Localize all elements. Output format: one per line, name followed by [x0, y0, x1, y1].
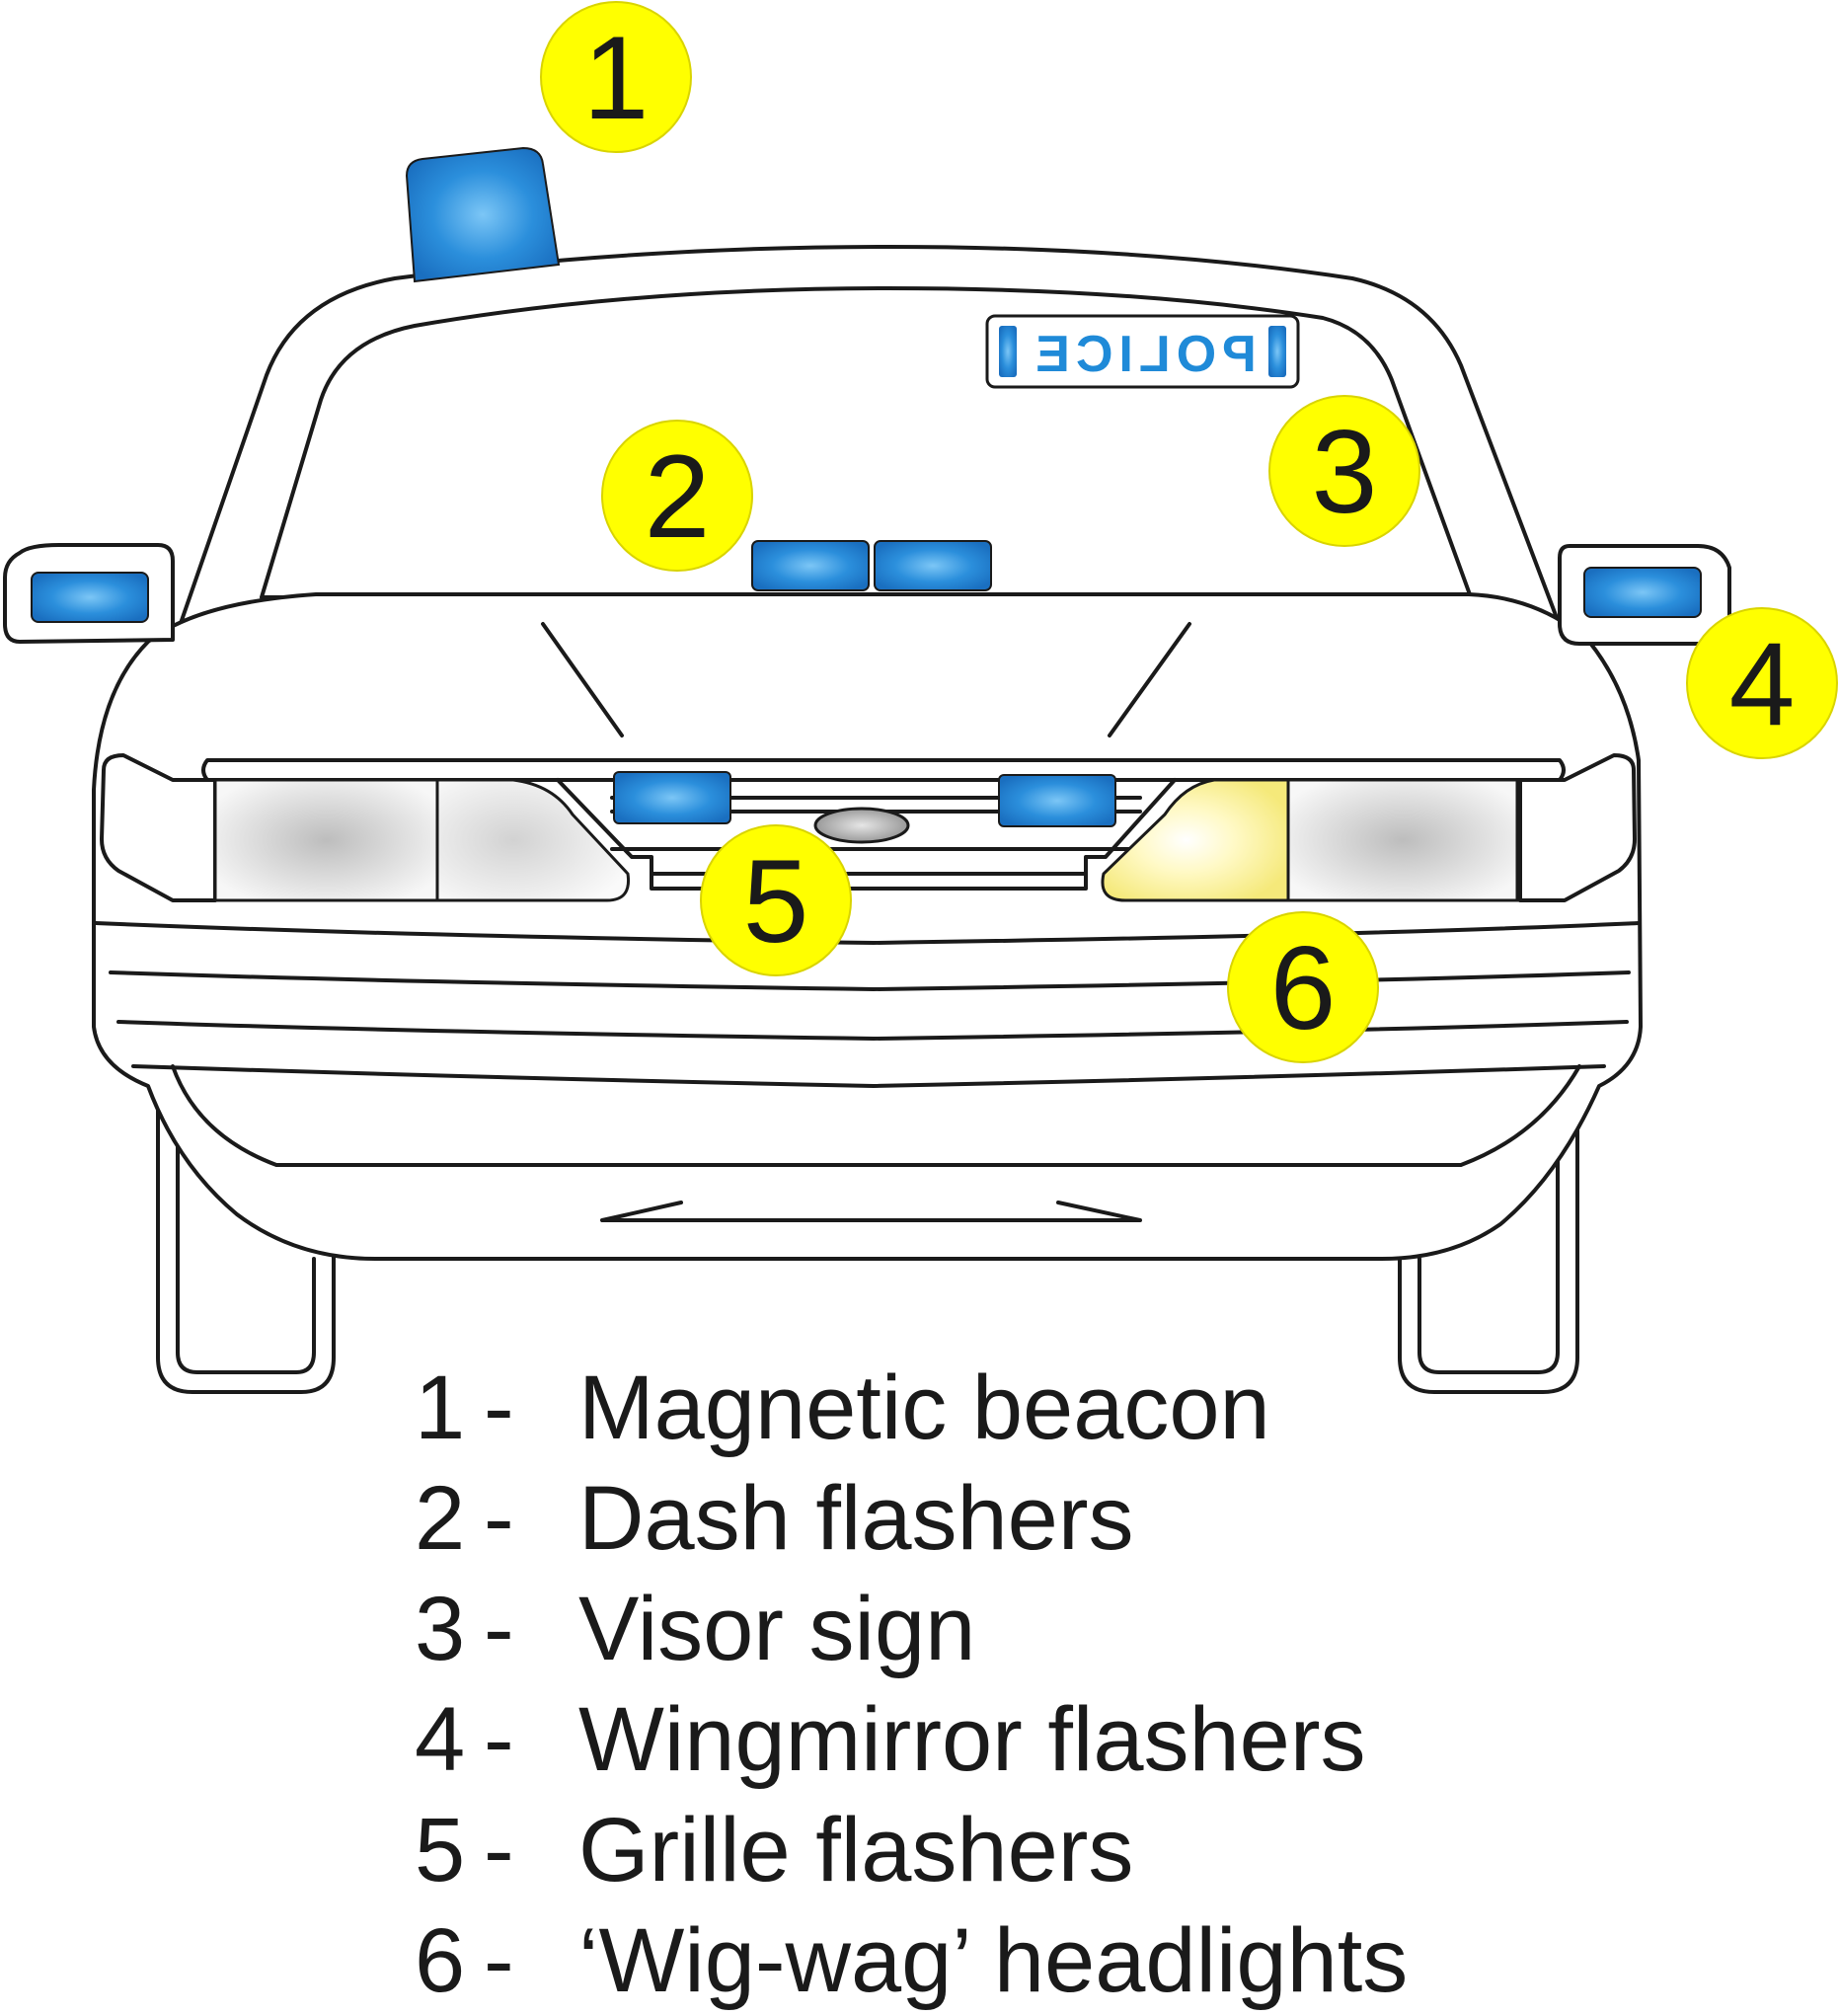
legend-item: 5-Grille flashers — [415, 1795, 1408, 1905]
callout-1: 1 — [540, 1, 692, 153]
wingmirror-flasher-left — [31, 572, 149, 623]
bumper-line — [131, 1064, 1606, 1088]
plate-line — [600, 1201, 1142, 1222]
bumper-line — [109, 970, 1631, 991]
callout-number: 1 — [583, 12, 650, 144]
legend-label: Dash flashers — [578, 1468, 1134, 1569]
grille-flasher-left — [613, 771, 731, 824]
legend-number: 6 — [415, 1910, 466, 2011]
wig-wag-headlight — [1101, 778, 1290, 902]
magnetic-beacon — [405, 146, 561, 283]
legend-separator: - — [484, 1800, 514, 1900]
visor-sign: POLICE — [985, 314, 1300, 389]
callout-number: 5 — [743, 835, 809, 968]
left-inner-headlight — [435, 778, 631, 902]
legend-number: 2 — [415, 1468, 466, 1569]
legend-item: 2-Dash flashers — [415, 1463, 1408, 1574]
legend-number: 5 — [415, 1800, 466, 1900]
bumper-line — [116, 1020, 1629, 1041]
visor-sign-text: POLICE — [1030, 326, 1257, 383]
legend-separator: - — [484, 1910, 514, 2011]
callout-markers: 1 2 3 4 5 6 — [540, 1, 1838, 1063]
callout-circle — [1268, 395, 1420, 547]
callout-circle — [601, 420, 753, 572]
lower-bumper — [171, 1064, 1581, 1167]
legend-item: 1-Magnetic beacon — [415, 1353, 1408, 1463]
callout-circle — [1227, 911, 1379, 1063]
legend-item: 3-Visor sign — [415, 1574, 1408, 1684]
grille-outline — [556, 778, 1177, 891]
legend-item: 4-Wingmirror flashers — [415, 1684, 1408, 1795]
callout-number: 4 — [1729, 618, 1796, 750]
left-wheel-inner — [176, 1124, 316, 1374]
callout-6: 6 — [1227, 911, 1379, 1063]
legend-number: 3 — [415, 1579, 466, 1679]
dash-flasher-right — [874, 540, 992, 591]
grille-flasher-right — [998, 774, 1116, 827]
callout-number: 3 — [1312, 406, 1378, 538]
legend-label: ‘Wig-wag’ headlights — [578, 1910, 1409, 2011]
car-body — [92, 592, 1643, 1261]
legend-separator: - — [484, 1468, 514, 1569]
callout-4: 4 — [1686, 607, 1838, 759]
legend-separator: - — [484, 1357, 514, 1458]
callout-number: 6 — [1270, 922, 1337, 1054]
legend-label: Grille flashers — [578, 1800, 1134, 1900]
callout-circle — [700, 824, 852, 976]
grille-top-bar — [201, 758, 1566, 782]
left-outer-headlight — [213, 778, 439, 902]
legend-separator: - — [484, 1689, 514, 1790]
bumper-line — [94, 921, 1641, 945]
dash-flasher-left — [751, 540, 870, 591]
hood-crease-left — [541, 622, 624, 737]
legend-number: 4 — [415, 1689, 466, 1790]
legend-label: Visor sign — [578, 1579, 976, 1679]
callout-2: 2 — [601, 420, 753, 572]
callout-5: 5 — [700, 824, 852, 976]
grille-badge — [813, 807, 910, 844]
right-outer-headlight — [1286, 778, 1519, 902]
legend-label: Magnetic beacon — [578, 1357, 1270, 1458]
callout-circle — [540, 1, 692, 153]
right-wheel-inner — [1418, 1124, 1560, 1374]
callout-number: 2 — [645, 430, 711, 563]
callout-3: 3 — [1268, 395, 1420, 547]
legend-label: Wingmirror flashers — [578, 1689, 1366, 1790]
wingmirror-flasher-right — [1583, 567, 1702, 618]
legend-number: 1 — [415, 1357, 466, 1458]
hood-crease-right — [1108, 622, 1191, 737]
legend-separator: - — [484, 1579, 514, 1679]
legend-item: 6-‘Wig-wag’ headlights — [415, 1905, 1408, 2016]
right-headlight-housing — [1518, 753, 1637, 902]
callout-circle — [1686, 607, 1838, 759]
